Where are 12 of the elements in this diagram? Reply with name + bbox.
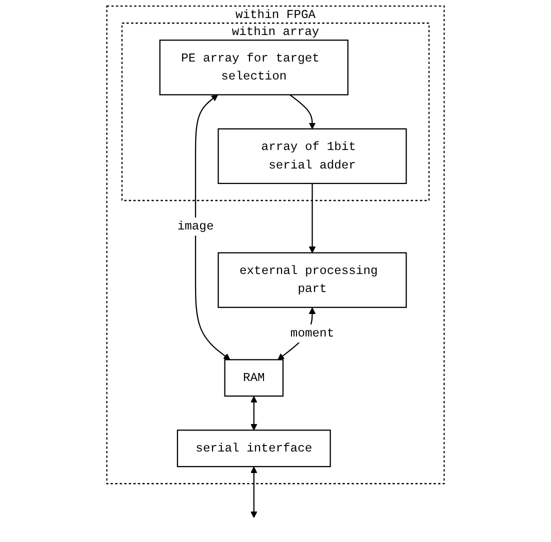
- arrow: [308, 183, 316, 254]
- node-box: PE array for target selection: [159, 40, 348, 96]
- node-box: RAM: [224, 359, 284, 397]
- node-box: array of 1bit serial adder: [218, 128, 407, 184]
- node-box: external processing part: [218, 252, 407, 308]
- arrow: [250, 466, 258, 518]
- edge-label: moment: [290, 326, 334, 340]
- arrow: [250, 396, 258, 430]
- arrow: [194, 94, 230, 360]
- edge-label: image: [177, 220, 214, 234]
- arrow: [289, 94, 316, 130]
- node-box: serial interface: [176, 430, 331, 468]
